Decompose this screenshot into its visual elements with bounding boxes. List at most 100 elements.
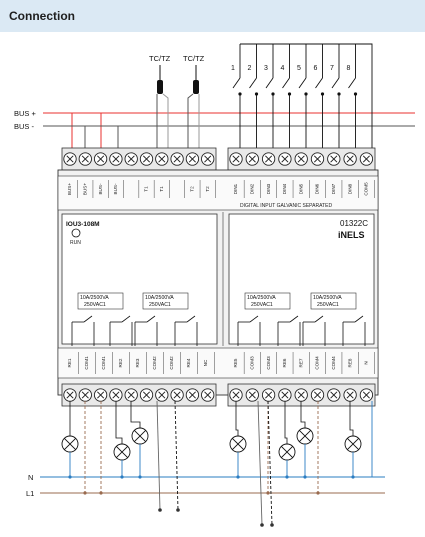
bottom-terminal-block-right: [227, 383, 376, 407]
top-right-screw-7: [327, 152, 341, 166]
din-switch-label-1: 1: [231, 65, 235, 72]
run-led: [71, 228, 81, 238]
relay-rating-3: 10A/2500VA 250VAC1: [244, 292, 291, 310]
din-caption: DIGITAL INPUT GALVANIC SEPARATED: [240, 203, 332, 209]
svg-text:250VAC1: 250VAC1: [149, 302, 171, 308]
bottom-right-screw-4: [278, 388, 292, 402]
svg-text:10A/2500VA: 10A/2500VA: [145, 295, 174, 301]
bottom-left-screw-10: [201, 388, 215, 402]
neutral-label: N: [28, 473, 33, 482]
din-terminal-label-3: DIN3: [266, 183, 271, 194]
bus-plus-wire-2: [43, 112, 73, 150]
top-terminal-label-7: T1: [159, 186, 164, 192]
relay-rating-4: 10A/2500VA 250VAC1: [310, 292, 357, 310]
loads: [61, 400, 373, 527]
din-switch-label-3: 3: [264, 65, 268, 72]
top-terminal-label-4: BUS-: [113, 183, 118, 194]
top-left-screw-9: [185, 152, 200, 166]
bottom-left-screw-7: [155, 388, 169, 402]
bottom-terminal-label-6: COM2: [152, 356, 157, 370]
din-switch-4: 4: [281, 44, 292, 150]
bottom-terminal-label-13: RE6: [282, 358, 287, 367]
svg-text:10A/2500VA: 10A/2500VA: [80, 295, 109, 301]
bottom-left-screw-6: [139, 388, 154, 402]
bus-minus-label: BUS -: [14, 122, 35, 131]
din-terminal-label-9: COM5: [364, 182, 369, 196]
bottom-left-screw-3: [93, 388, 108, 402]
din-switch-label-8: 8: [347, 65, 351, 72]
top-right-screw-5: [294, 152, 308, 166]
bus-plus-label: BUS +: [14, 109, 37, 118]
din-terminal-label-4: DIN4: [282, 183, 287, 194]
bottom-terminal-label-1: RE1: [67, 358, 72, 367]
phase-label: L1: [26, 489, 34, 498]
bottom-left-screw-4: [109, 388, 123, 402]
top-right-screw-3: [261, 152, 276, 166]
din-switch-label-6: 6: [314, 65, 318, 72]
din-switch-label-4: 4: [281, 65, 285, 72]
svg-text:250VAC1: 250VAC1: [84, 302, 106, 308]
bottom-right-screw-6: [310, 388, 325, 402]
top-terminal-label-6: T1: [144, 186, 149, 192]
sensor-1-label: TC/TZ: [149, 54, 171, 63]
bottom-left-screw-2: [78, 388, 92, 402]
svg-text:10A/2500VA: 10A/2500VA: [313, 295, 342, 301]
bottom-right-screw-8: [343, 388, 357, 402]
top-terminal-block-left: [61, 147, 217, 171]
bottom-right-screw-1: [229, 388, 243, 402]
din-switch-label-5: 5: [297, 65, 301, 72]
module-model: IOU3-108M: [66, 221, 100, 228]
bottom-terminal-label-5: RE3: [135, 358, 140, 367]
top-right-screw-2: [245, 152, 259, 166]
lamp-4: [229, 435, 247, 453]
bus-minus-wire: [43, 125, 86, 150]
bottom-terminal-label-17: RE8: [347, 358, 352, 367]
bottom-right-screw-7: [327, 388, 341, 402]
lamp-7: [344, 435, 362, 453]
brand-logo: iNELS: [338, 230, 365, 240]
din-terminal-label-8: DIN8: [347, 183, 352, 194]
top-left-screw-10: [201, 152, 215, 166]
din-switch-3: 3: [264, 44, 275, 150]
bottom-right-screw-5: [294, 388, 308, 402]
top-right-screw-4: [278, 152, 292, 166]
bottom-right-screw-9: [359, 388, 374, 402]
bottom-terminal-block-left: [61, 383, 217, 407]
bottom-terminal-label-8: RE4: [186, 358, 191, 367]
sensor-1: [156, 65, 169, 150]
bottom-terminal-label-3: COM1: [101, 356, 106, 370]
din-switch-7: 7: [330, 44, 341, 150]
section-header: Connection: [0, 0, 425, 32]
sensor-2: [187, 65, 200, 150]
bottom-terminal-label-18: N: [364, 361, 369, 364]
bottom-right-screw-3: [261, 388, 276, 402]
bottom-terminal-label-2: COM1: [84, 356, 89, 370]
top-terminal-label-2: BUS+: [83, 183, 88, 195]
bottom-right-screw-2: [245, 388, 259, 402]
bottom-terminal-label-7: COM2: [169, 356, 174, 370]
din-terminal-label-6: DIN6: [315, 183, 320, 194]
top-terminal-label-1: BUS+: [67, 183, 72, 195]
top-right-screw-1: [229, 152, 243, 166]
top-right-screw-8: [343, 152, 357, 166]
bottom-terminal-label-10: RE5: [233, 358, 238, 367]
top-terminal-block-right: [227, 147, 376, 171]
top-left-screw-6: [139, 152, 154, 166]
top-right-screw-6: [310, 152, 325, 166]
bottom-left-screw-9: [185, 388, 200, 402]
din-terminal-label-2: DIN2: [250, 183, 255, 194]
din-switch-8: 8: [347, 44, 358, 150]
din-switch-2: 2: [248, 44, 259, 150]
din-switch-1: 1: [231, 44, 242, 150]
din-switch-label-7: 7: [330, 65, 334, 72]
bottom-terminal-label-16: COM4: [331, 356, 336, 370]
relay-rating-2: 10A/2500VA 250VAC1: [142, 292, 189, 310]
top-left-screw-7: [155, 152, 169, 166]
top-left-screw-8: [170, 152, 184, 166]
bottom-left-screw-8: [170, 388, 184, 402]
din-switch-5: 5: [297, 44, 308, 150]
top-left-screw-5: [124, 152, 138, 166]
din-terminal-label-7: DIN7: [331, 183, 336, 194]
din-switch-6: 6: [314, 44, 325, 150]
